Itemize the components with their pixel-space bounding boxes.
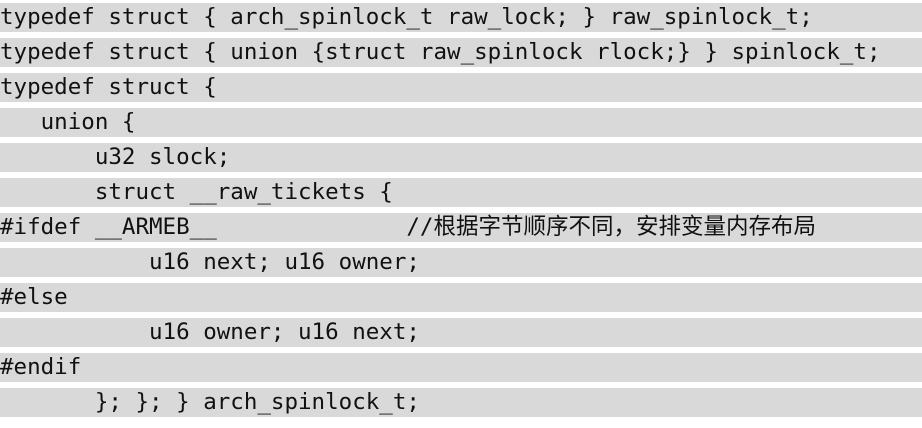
code-line-text: typedef struct { [0, 74, 217, 100]
code-line-text: union { [0, 109, 136, 135]
code-line-10: u16 owner; u16 next; [0, 318, 922, 350]
code-line-5: u32 slock; [0, 143, 922, 175]
code-line-12: }; }; } arch_spinlock_t; [0, 388, 922, 420]
code-line-text: #ifdef __ARMEB__ //根据字节顺序不同，安排变量内存布局 [0, 214, 816, 240]
code-line-1: typedef struct { arch_spinlock_t raw_loc… [0, 3, 922, 35]
code-line-4: union { [0, 108, 922, 140]
code-line-text: typedef struct { union {struct raw_spinl… [0, 39, 881, 65]
code-line-text: u32 slock; [0, 144, 231, 170]
code-line-text: }; }; } arch_spinlock_t; [0, 389, 420, 415]
code-line-text: struct __raw_tickets { [0, 179, 393, 205]
code-line-text: #endif [0, 354, 82, 380]
code-line-11: #endif [0, 353, 922, 385]
code-line-text: #else [0, 284, 68, 310]
code-line-text: u16 owner; u16 next; [0, 319, 420, 345]
code-line-3: typedef struct { [0, 73, 922, 105]
code-line-7: #ifdef __ARMEB__ //根据字节顺序不同，安排变量内存布局 [0, 213, 922, 245]
code-line-8: u16 next; u16 owner; [0, 248, 922, 280]
code-line-text: typedef struct { arch_spinlock_t raw_loc… [0, 4, 813, 30]
code-line-2: typedef struct { union {struct raw_spinl… [0, 38, 922, 70]
code-line-text: u16 next; u16 owner; [0, 249, 420, 275]
code-line-6: struct __raw_tickets { [0, 178, 922, 210]
code-line-9: #else [0, 283, 922, 315]
